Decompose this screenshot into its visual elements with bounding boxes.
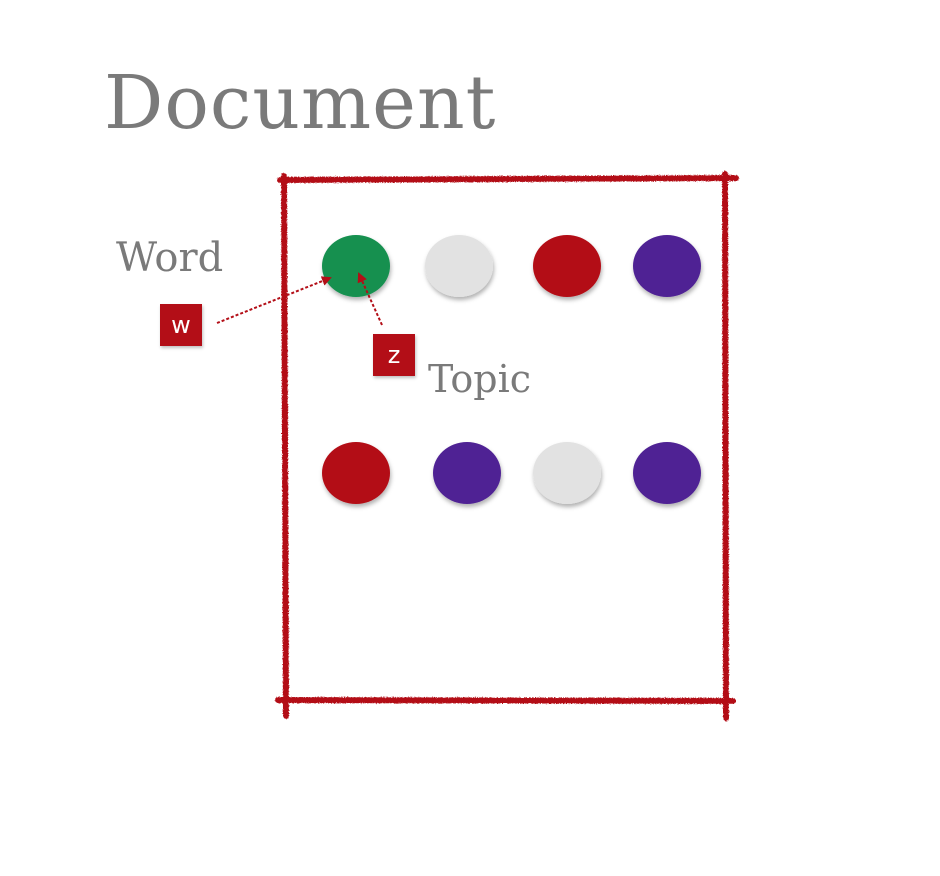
word-dot-purple: [633, 235, 701, 297]
word-dot-purple: [433, 442, 501, 504]
z-arrow: [357, 272, 383, 326]
w-arrow: [216, 276, 332, 324]
topic-label: Topic: [428, 357, 532, 401]
word-dot-red: [322, 442, 390, 504]
word-dot-green: [322, 235, 390, 297]
word-dot-gray: [533, 442, 601, 504]
document-frame: [275, 171, 739, 721]
z-variable-box: z: [373, 334, 415, 376]
w-variable-box: w: [160, 304, 202, 346]
word-dot-red: [533, 235, 601, 297]
word-dot-gray: [425, 235, 493, 297]
word-dot-purple: [633, 442, 701, 504]
word-dots: [322, 235, 701, 504]
word-label: Word: [116, 235, 224, 281]
document-title: Document: [104, 60, 497, 146]
